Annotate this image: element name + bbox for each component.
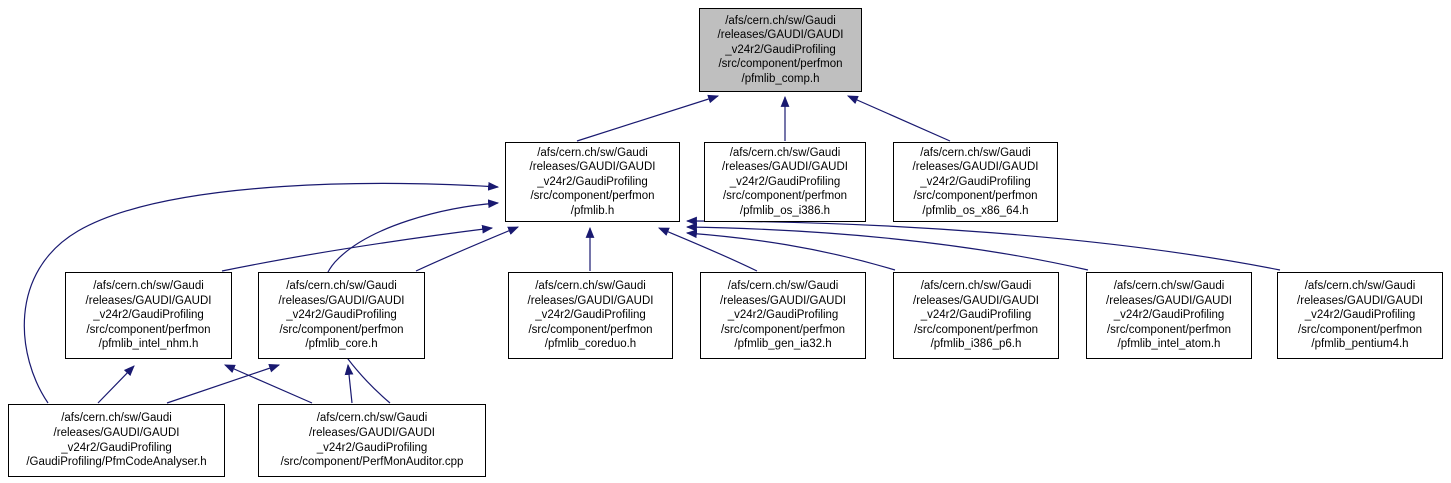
graph-node-pfmlib-h[interactable]: /afs/cern.ch/sw/Gaudi /releases/GAUDI/GA…: [505, 142, 680, 222]
graph-node-pfmlib-os-i386-h[interactable]: /afs/cern.ch/sw/Gaudi /releases/GAUDI/GA…: [704, 142, 866, 222]
edge-pfmlib-pentium4-h-to-pfmlib-h: [685, 216, 1281, 271]
graph-node-label: /afs/cern.ch/sw/Gaudi /releases/GAUDI/GA…: [1297, 280, 1423, 351]
graph-node-pfmlib-intel-atom-h[interactable]: /afs/cern.ch/sw/Gaudi /releases/GAUDI/GA…: [1086, 272, 1252, 359]
graph-node-label: /afs/cern.ch/sw/Gaudi /releases/GAUDI/GA…: [717, 14, 844, 85]
graph-node-pfmlib-comp-h[interactable]: /afs/cern.ch/sw/Gaudi /releases/GAUDI/GA…: [699, 8, 862, 92]
edge-pfm-code-analyser-h-to-pfmlib-intel-nhm-h: [97, 365, 135, 404]
graph-node-label: /afs/cern.ch/sw/Gaudi /releases/GAUDI/GA…: [85, 280, 212, 351]
edge-perf-mon-auditor-cpp-to-pfmlib-core-h: [344, 363, 354, 404]
edge-pfmlib-os-x86-64-h-to-pfmlib-comp-h: [846, 95, 951, 142]
graph-node-pfmlib-gen-ia32-h[interactable]: /afs/cern.ch/sw/Gaudi /releases/GAUDI/GA…: [700, 272, 866, 359]
graph-node-label: /afs/cern.ch/sw/Gaudi /releases/GAUDI/GA…: [527, 280, 654, 351]
graph-node-label: /afs/cern.ch/sw/Gaudi /releases/GAUDI/GA…: [278, 280, 405, 351]
edge-pfmlib-gen-ia32-h-to-pfmlib-h: [657, 227, 758, 272]
edge-pfmlib-core-h-to-pfmlib-h: [415, 226, 520, 272]
graph-node-perf-mon-auditor-cpp[interactable]: /afs/cern.ch/sw/Gaudi /releases/GAUDI/GA…: [258, 404, 486, 477]
graph-node-pfmlib-pentium4-h[interactable]: /afs/cern.ch/sw/Gaudi /releases/GAUDI/GA…: [1277, 272, 1443, 359]
edge-pfm-code-analyser-h-to-pfmlib-core-h: [166, 364, 281, 404]
graph-node-pfmlib-intel-nhm-h[interactable]: /afs/cern.ch/sw/Gaudi /releases/GAUDI/GA…: [65, 272, 232, 359]
graph-node-label: /afs/cern.ch/sw/Gaudi /releases/GAUDI/GA…: [280, 412, 464, 469]
graph-node-pfmlib-os-x86-64-h[interactable]: /afs/cern.ch/sw/Gaudi /releases/GAUDI/GA…: [893, 142, 1058, 222]
graph-node-label: /afs/cern.ch/sw/Gaudi /releases/GAUDI/GA…: [529, 146, 656, 217]
graph-node-label: /afs/cern.ch/sw/Gaudi /releases/GAUDI/GA…: [722, 146, 848, 217]
graph-node-label: /afs/cern.ch/sw/Gaudi /releases/GAUDI/GA…: [913, 280, 1039, 351]
graph-node-label: /afs/cern.ch/sw/Gaudi /releases/GAUDI/GA…: [720, 280, 846, 351]
graph-node-label: /afs/cern.ch/sw/Gaudi /releases/GAUDI/GA…: [912, 146, 1039, 217]
graph-node-label: /afs/cern.ch/sw/Gaudi /releases/GAUDI/GA…: [26, 412, 207, 469]
edge-pfmlib-h-to-pfmlib-comp-h: [576, 94, 720, 142]
graph-node-pfmlib-i386-p6-h[interactable]: /afs/cern.ch/sw/Gaudi /releases/GAUDI/GA…: [893, 272, 1059, 359]
graph-node-pfmlib-core-h[interactable]: /afs/cern.ch/sw/Gaudi /releases/GAUDI/GA…: [258, 272, 425, 359]
graph-node-label: /afs/cern.ch/sw/Gaudi /releases/GAUDI/GA…: [1106, 280, 1232, 351]
edge-pfmlib-i386-p6-h-to-pfmlib-h: [685, 229, 896, 271]
edge-pfmlib-intel-nhm-h-to-pfmlib-h: [221, 224, 494, 272]
edge-perf-mon-auditor-cpp-to-pfmlib-intel-nhm-h: [223, 364, 313, 404]
edge-pfmlib-intel-atom-h-to-pfmlib-h: [685, 222, 1089, 271]
graph-node-pfmlib-coreduo-h[interactable]: /afs/cern.ch/sw/Gaudi /releases/GAUDI/GA…: [508, 272, 673, 359]
graph-node-pfm-code-analyser-h[interactable]: /afs/cern.ch/sw/Gaudi /releases/GAUDI/GA…: [8, 404, 225, 477]
